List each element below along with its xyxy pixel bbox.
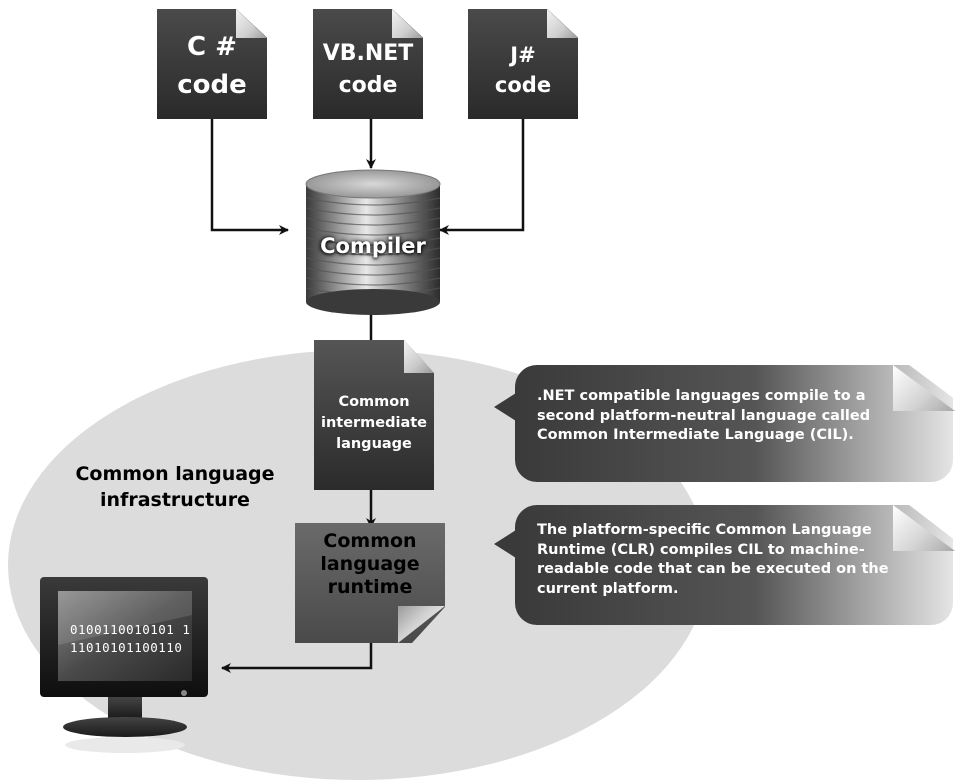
csharp-code-document: C # code (157, 9, 267, 119)
arrow-csharp-to-compiler (210, 118, 289, 235)
clr-callout: The platform-specific Common Language Ru… (515, 505, 953, 625)
compiler-cylinder-icon (305, 169, 441, 315)
callout-pointer (494, 393, 516, 421)
callout-line: Runtime (CLR) compiles CIL to machine- (537, 541, 865, 558)
clr-label-line: runtime (327, 576, 413, 598)
cil-callout: .NET compatible languages compile to a s… (515, 365, 953, 482)
monitor-icon (40, 577, 208, 753)
binary-code-display: 0100110010101 1 11010101100110 (70, 621, 190, 657)
cli-label-line: infrastructure (100, 488, 250, 511)
callout-text: .NET compatible languages compile to a s… (537, 387, 870, 446)
document-label-line2: code (338, 73, 398, 98)
vbnet-code-document: VB.NET code (313, 9, 423, 119)
arrow-clr-to-monitor (221, 640, 373, 673)
cli-label: Common language infrastructure (70, 462, 280, 513)
cil-label: Common intermediate language (314, 392, 434, 455)
binary-line: 11010101100110 (70, 640, 183, 655)
callout-line: current platform. (537, 580, 679, 597)
callout-line: The platform-specific Common Language (537, 522, 872, 538)
document-label-line1: J# (510, 43, 536, 67)
cil-label-line: intermediate (320, 415, 428, 431)
document-label-line1: VB.NET (322, 41, 414, 66)
cil-label-line: language (336, 436, 412, 452)
arrow-jsharp-to-compiler (439, 118, 525, 235)
binary-line: 0100110010101 1 (70, 622, 191, 637)
callout-line: .NET compatible languages compile to a (537, 388, 866, 404)
callout-pointer (494, 530, 516, 558)
compiler-label: Compiler (320, 234, 426, 258)
jsharp-code-document: J# code (468, 9, 578, 119)
document-label-line2: code (494, 73, 552, 97)
clr-label-line: Common (323, 530, 417, 552)
callout-line: Common Intermediate Language (CIL). (537, 427, 854, 444)
callout-line: readable code that can be executed on th… (537, 561, 889, 578)
clr-label-line: language (320, 553, 420, 575)
cil-label-line: Common (338, 394, 410, 410)
cli-label-line: Common language (75, 463, 275, 485)
callout-text: The platform-specific Common Language Ru… (537, 521, 889, 599)
clr-label: Common language runtime (295, 530, 445, 599)
document-label-line2: code (177, 70, 247, 100)
document-label-line1: C # (187, 32, 237, 62)
callout-line: second platform-neutral language called (537, 407, 871, 424)
